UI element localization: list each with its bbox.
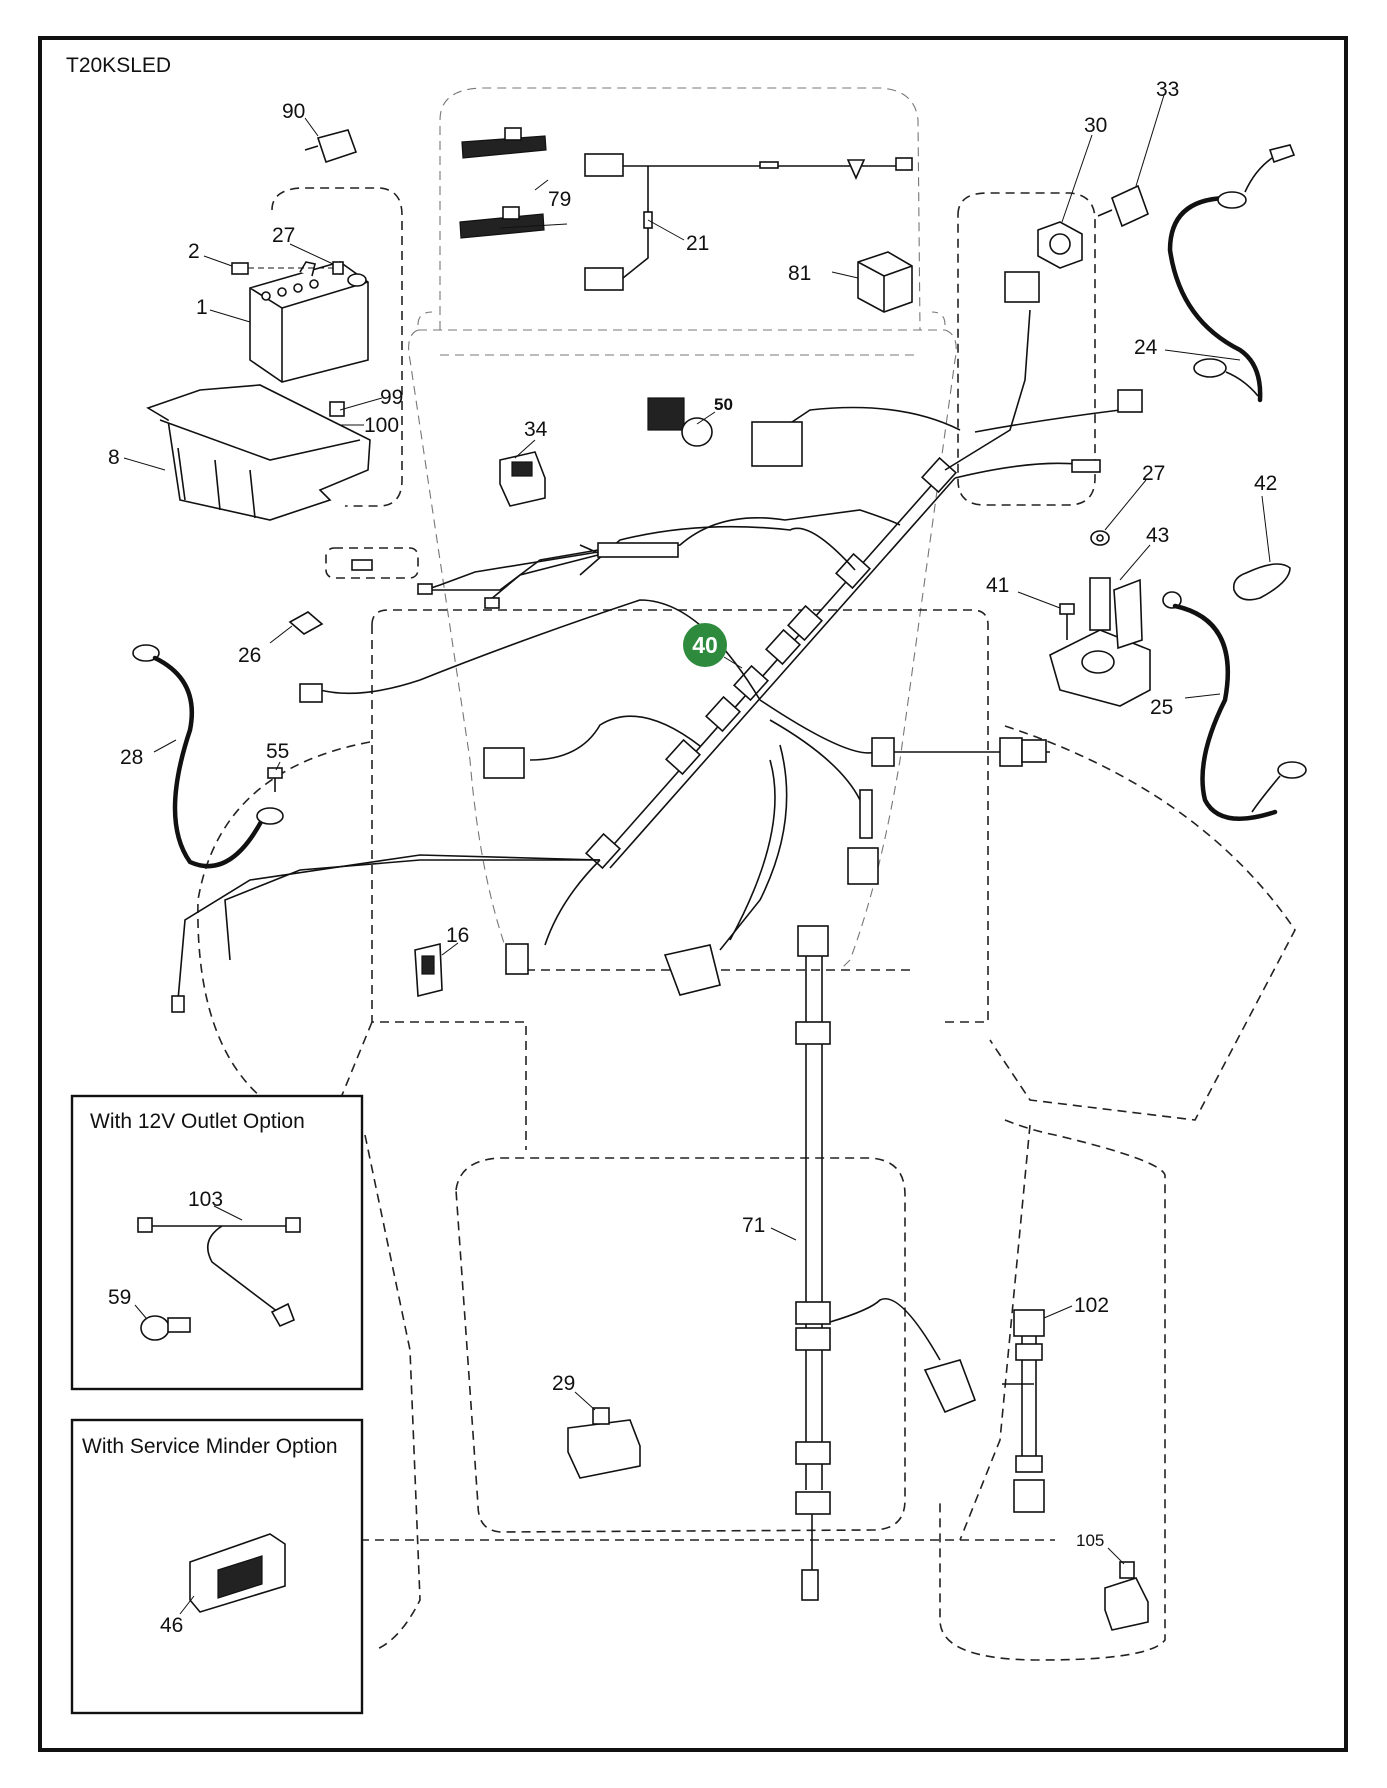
label-46: 46: [160, 1614, 183, 1637]
part-102-harness: [1002, 1309, 1045, 1513]
leader-lines: [123, 94, 1271, 1615]
label-90: 90: [282, 100, 305, 123]
label-103: 103: [188, 1188, 223, 1211]
label-79: 79: [548, 188, 571, 211]
label-26: 26: [238, 644, 261, 667]
label-24: 24: [1134, 336, 1158, 359]
label-42: 42: [1254, 472, 1277, 495]
part-26-fuse: [288, 611, 324, 635]
part-50-switch: [647, 397, 713, 447]
label-43: 43: [1146, 524, 1169, 547]
label-34: 34: [524, 418, 548, 441]
label-59: 59: [108, 1286, 131, 1309]
part-1-battery: [249, 261, 369, 383]
inset-service-minder: With Service Minder Option: [70, 1418, 364, 1715]
part-8-battery-tray: [146, 384, 371, 521]
label-16: 16: [446, 924, 469, 947]
label-25: 25: [1150, 696, 1173, 719]
part-41-bolt: [1059, 603, 1075, 640]
label-30: 30: [1084, 114, 1107, 137]
label-41: 41: [986, 574, 1009, 597]
part-71-harness: [795, 925, 977, 1601]
label-71: 71: [742, 1214, 765, 1237]
part-30-ignition-switch: [1037, 221, 1083, 269]
part-21-led-harness: [584, 153, 913, 291]
part-24-battery-cable: [1167, 144, 1296, 403]
part-34-rocker-switch: [499, 451, 546, 507]
part-43-solenoid: [1049, 577, 1151, 707]
label-100: 100: [364, 414, 399, 437]
part-90-terminal: [304, 129, 358, 164]
part-labels: 90 27 2 1 99 100 8 79 21 81 30 33 24 50 …: [108, 78, 1277, 1637]
label-55: 55: [266, 740, 289, 763]
label-81: 81: [788, 262, 811, 285]
label-21: 21: [686, 232, 709, 255]
label-29: 29: [552, 1372, 575, 1395]
part-55-bolt: [267, 767, 283, 792]
label-8: 8: [108, 446, 120, 469]
part-81-relay: [857, 251, 913, 313]
part-33-key: [1097, 184, 1149, 228]
label-1: 1: [196, 296, 208, 319]
highlight-label: 40: [692, 632, 718, 658]
label-33: 33: [1156, 78, 1179, 101]
part-27-nut: [1090, 530, 1110, 546]
label-27-right: 27: [1142, 462, 1165, 485]
label-27-top: 27: [272, 224, 295, 247]
inset-minder-title: With Service Minder Option: [82, 1435, 338, 1458]
part-25-cable: [1162, 591, 1307, 821]
part-40-main-harness: [171, 271, 1143, 1013]
part-16-connector: [414, 942, 443, 998]
inset-outlet-title: With 12V Outlet Option: [90, 1110, 305, 1133]
outer-frame: [38, 36, 1348, 1752]
part-42-terminal-boot: [1232, 563, 1291, 601]
label-2: 2: [188, 240, 200, 263]
label-50: 50: [714, 395, 733, 414]
label-105: 105: [1076, 1531, 1104, 1550]
label-102: 102: [1074, 1294, 1109, 1317]
label-28: 28: [120, 746, 143, 769]
part-29-switch: [567, 1407, 641, 1479]
part-79-led-lights: [459, 127, 547, 239]
inset-12v-outlet: With 12V Outlet Option: [70, 1094, 364, 1391]
model-code: T20KSLED: [66, 54, 171, 77]
label-99: 99: [380, 386, 403, 409]
part-28-ground-cable: [132, 644, 284, 869]
highlight-badge-40: 40: [683, 623, 743, 669]
part-105-switch: [1104, 1561, 1149, 1631]
part-2-bolt: [231, 261, 344, 275]
